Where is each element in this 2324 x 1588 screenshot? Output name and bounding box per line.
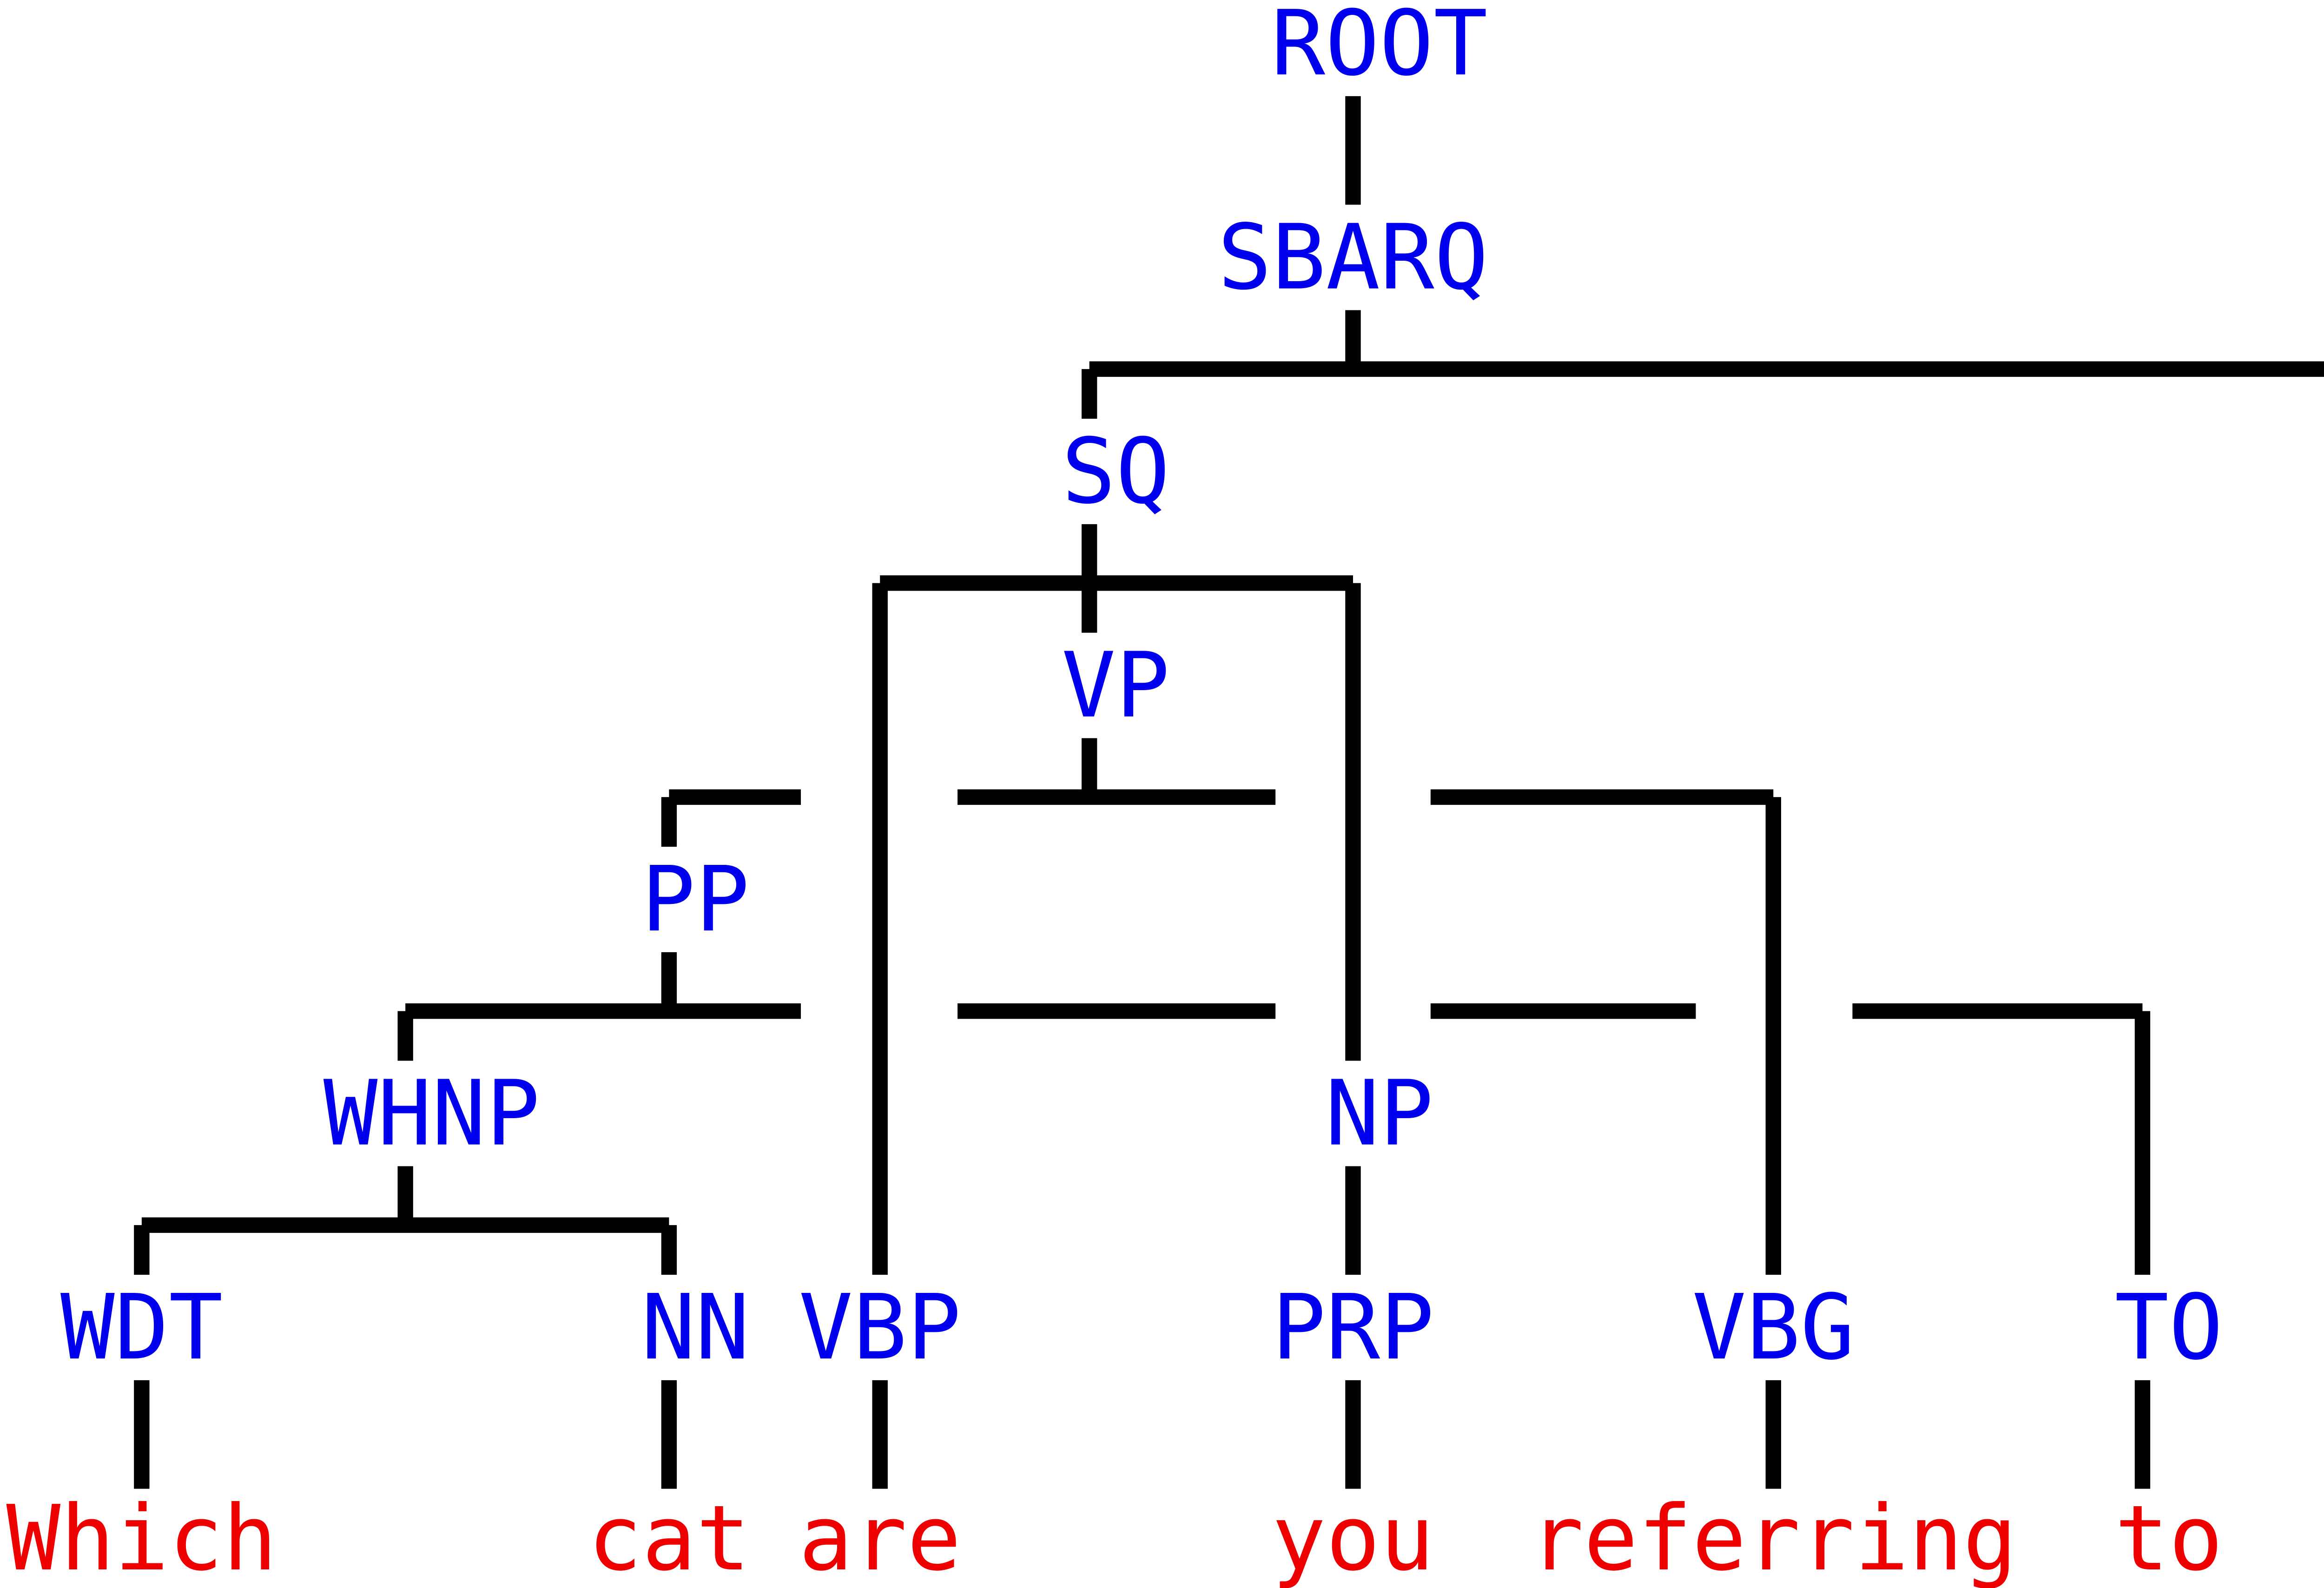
word-are: are [799, 1486, 961, 1588]
node-pp: PP [641, 847, 750, 952]
node-np: NP [1325, 1061, 1433, 1166]
node-vbg: VBG [1692, 1275, 1855, 1380]
word-referring: referring [1530, 1486, 2017, 1588]
node-wdt: WDT [60, 1275, 223, 1380]
node-prp: PRP [1272, 1275, 1434, 1380]
word-labels: Which cat are you referring to ? [7, 1486, 2223, 1588]
node-to: TO [2115, 1275, 2223, 1380]
word-cat: cat [588, 1486, 751, 1588]
word-you: you [1272, 1486, 1434, 1588]
node-nn: NN [641, 1275, 750, 1380]
node-vbp: VBP [799, 1275, 961, 1380]
node-sbarq: SBARQ [1218, 205, 1489, 310]
node-sq: SQ [1062, 419, 1170, 524]
word-to: to [2115, 1486, 2223, 1588]
node-vp: VP [1062, 633, 1170, 738]
category-labels: ROOT SBARQ SQ VP PP WHNP NP WDT NN VBP P… [60, 0, 2223, 1380]
node-root: ROOT [1271, 0, 1488, 96]
node-whnp: WHNP [324, 1061, 540, 1166]
word-which: Which [7, 1486, 277, 1588]
tree-edges [134, 96, 2324, 1489]
